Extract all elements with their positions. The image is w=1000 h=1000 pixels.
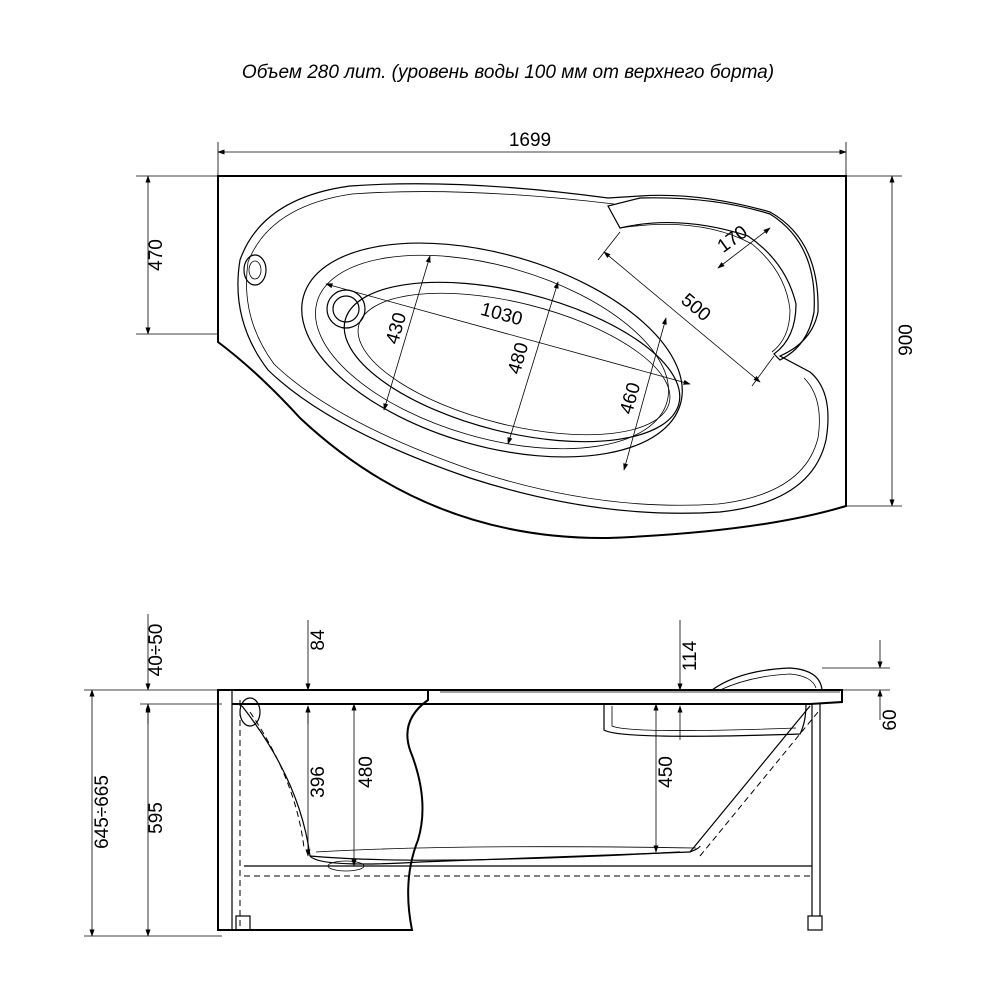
dim-headrest-rise-label: 114 (680, 640, 701, 671)
tub-inner-rim (237, 183, 829, 514)
overflow-icon (243, 254, 267, 286)
basin-inner-ring (315, 254, 669, 450)
top-rim (218, 689, 843, 705)
side-view: 645÷665 595 40÷50 (84, 614, 901, 937)
headrest-side (711, 667, 823, 691)
front-apron-panel (217, 689, 429, 931)
drawing-title: Объем 280 лит. (уровень воды 100 мм от в… (242, 62, 774, 83)
tub-inner-rim-offset (246, 191, 820, 506)
dim-bottom-thickness-label: 84 (308, 629, 329, 651)
dim-basin-length-label: 1030 (478, 299, 524, 330)
dim-rim-60-label: 60 (880, 709, 901, 730)
dimension-line-headrest-width (717, 227, 771, 269)
dim-depth-450-label: 450 (656, 756, 677, 788)
headrest-inner (619, 224, 791, 353)
leg-foot-right (807, 915, 823, 931)
tub-floor (309, 851, 681, 861)
dim-width-mid-label: 480 (504, 340, 533, 376)
tub-floor-inner (315, 846, 697, 853)
leg-foot-left (235, 915, 251, 931)
dimension-line-width-left (383, 255, 431, 411)
headrest (607, 197, 815, 361)
rear-slope-hidden (699, 711, 819, 857)
rear-slope (689, 705, 811, 853)
dim-headrest-width-label: 170 (714, 222, 752, 258)
dim-length-label: 1699 (509, 130, 551, 151)
tub-outline (217, 175, 847, 540)
side-step (603, 703, 807, 737)
top-view: 1699 470 900 1030 (136, 130, 917, 540)
side-step-inner (611, 706, 797, 731)
extension-line (597, 231, 621, 261)
dimension-line-width-mid (507, 281, 559, 445)
basin-outer (301, 242, 683, 458)
dim-total-width-label: 900 (896, 324, 917, 356)
dim-depth-396-label: 396 (308, 766, 329, 798)
dim-headrest-length-label: 500 (677, 290, 715, 326)
headrest-side-inner (719, 673, 817, 691)
dim-left-width-label: 470 (146, 239, 167, 271)
dimension-line-headrest-length (603, 251, 761, 383)
extension-line (751, 355, 775, 387)
dim-total-height-label: 645÷665 (92, 775, 113, 849)
dim-depth-480-label: 480 (356, 756, 377, 788)
overflow-icon-inner (248, 260, 262, 280)
dim-rim-height-label: 40÷50 (146, 624, 167, 677)
tub-hidden-line (249, 711, 305, 849)
dim-width-left-label: 430 (382, 310, 411, 346)
overflow-icon-side (239, 697, 261, 727)
dim-width-right-label: 460 (616, 380, 645, 416)
dim-panel-height-label: 595 (146, 802, 167, 834)
